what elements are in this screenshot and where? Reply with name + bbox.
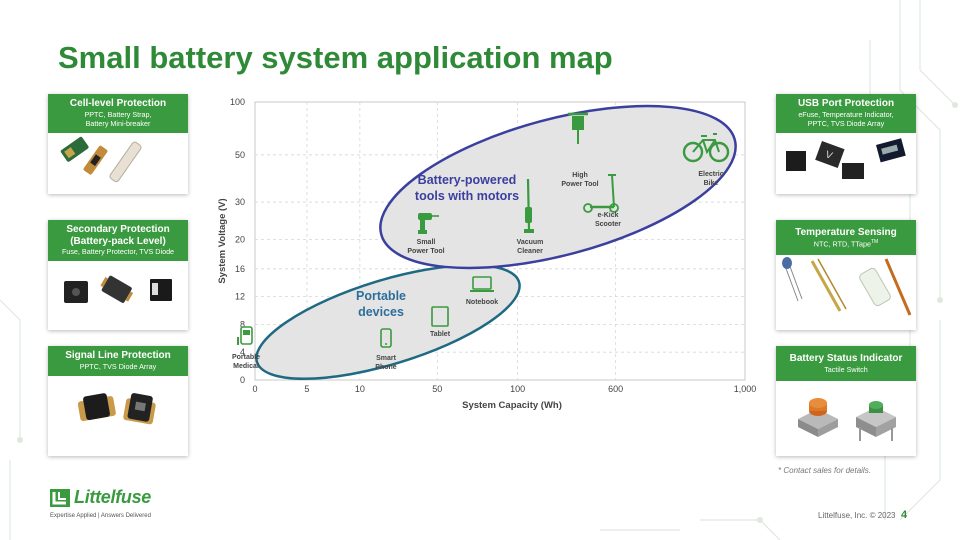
logo-tagline: Expertise Applied | Answers Delivered — [50, 513, 151, 519]
battery-protection-components-image — [60, 136, 142, 183]
copyright: Littelfuse, Inc. © 2023 — [818, 511, 896, 520]
card-title: Signal Line Protection — [65, 350, 171, 361]
card-header: Secondary Protection (Battery-pack Level… — [48, 220, 188, 262]
card-secondary-protection: Secondary Protection (Battery-pack Level… — [48, 220, 188, 330]
secondary-protection-components-image — [64, 276, 172, 304]
x-tick-label: 600 — [608, 384, 623, 394]
y-tick-label: 4 — [240, 347, 245, 357]
card-header: Battery Status Indicator Tactile Switch — [776, 346, 916, 381]
drill-icon — [418, 213, 439, 234]
scooter-icon — [583, 174, 619, 213]
point-label: Bike — [704, 180, 719, 187]
footer-note: * Contact sales for details. — [778, 466, 871, 475]
point-label: Electric — [698, 171, 723, 178]
card-title: Temperature Sensing — [795, 227, 897, 238]
card-signal-line-protection: Signal Line Protection PPTC, TVS Diode A… — [48, 346, 188, 456]
card-title: Secondary Protection — [66, 224, 170, 235]
svg-text:V: V — [824, 149, 834, 162]
signal-line-components-image — [77, 392, 156, 425]
group-label-portable: Portable — [356, 289, 406, 303]
point-label: Small — [417, 239, 436, 246]
page-number: 4 — [901, 509, 908, 521]
x-tick-label: 100 — [510, 384, 525, 394]
y-axis-label: System Voltage (V) — [217, 198, 228, 283]
y-tick-label: 16 — [235, 264, 245, 274]
smartphone-icon — [380, 328, 392, 348]
card-subtitle: Tactile Switch — [824, 364, 868, 374]
card-subtitle: NTC, RTD, TTapeTM — [779, 238, 913, 249]
y-tick-label: 0 — [240, 375, 245, 385]
point-label: Vacuum — [517, 239, 544, 246]
point-label: Portable — [232, 354, 260, 361]
card-subtitle: eFuse, Temperature Indicator, — [798, 109, 894, 119]
battery-powered-tools-ellipse — [379, 104, 737, 270]
card-subtitle-text: NTC, RTD, TTape — [813, 238, 871, 248]
card-header: Cell-level Protection PPTC, Battery Stra… — [48, 94, 188, 134]
card-title-line2: (Battery-pack Level) — [70, 235, 166, 247]
y-tick-label: 50 — [235, 150, 245, 160]
x-axis-label: System Capacity (Wh) — [462, 400, 562, 411]
portable-devices-ellipse — [255, 264, 521, 380]
card-subtitle: Battery Mini-breaker — [85, 118, 151, 128]
point-label: Power Tool — [561, 181, 598, 188]
laptop-icon — [470, 276, 494, 292]
y-tick-label: 12 — [235, 292, 245, 302]
point-label: e-Kick — [597, 212, 618, 219]
logo-wordmark: Littelfuse — [74, 487, 152, 507]
card-header: USB Port Protection eFuse, Temperature I… — [776, 94, 916, 134]
jackhammer-icon — [568, 112, 588, 144]
card-subtitle: PPTC, Battery Strap, — [84, 109, 152, 119]
point-label: Scooter — [595, 221, 621, 228]
y-tick-label: 30 — [235, 197, 245, 207]
card-subtitle: PPTC, TVS Diode Array — [807, 118, 885, 128]
medical-device-icon — [237, 326, 253, 345]
trademark-sup: TM — [871, 238, 879, 245]
littelfuse-logo: Littelfuse Expertise Applied | Answers D… — [50, 487, 160, 527]
card-battery-status-indicator: Battery Status Indicator Tactile Switch — [776, 346, 916, 456]
point-label: Notebook — [466, 299, 498, 306]
point-label: Phone — [375, 364, 396, 371]
card-title: USB Port Protection — [797, 98, 895, 109]
point-label: Smart — [376, 355, 397, 362]
card-cell-level-protection: Cell-level Protection PPTC, Battery Stra… — [48, 94, 188, 194]
card-subtitle: PPTC, TVS Diode Array — [79, 361, 157, 371]
y-tick-label: 8 — [240, 319, 245, 329]
card-header: Signal Line Protection PPTC, TVS Diode A… — [48, 346, 188, 376]
card-title: Cell-level Protection — [69, 98, 167, 109]
x-tick-label: 0 — [252, 384, 257, 394]
point-label: Tablet — [430, 331, 451, 338]
point-label: Cleaner — [517, 248, 543, 255]
page-title: Small battery system application map — [58, 40, 613, 75]
card-header: Temperature Sensing NTC, RTD, TTapeTM — [776, 220, 916, 256]
point-label: Medical — [233, 363, 259, 370]
chart-svg: Portable devices Battery-powered tools with… — [217, 97, 756, 411]
x-tick-label: 10 — [355, 384, 365, 394]
temperature-sensor-components-image — [782, 257, 912, 316]
littelfuse-mark-icon — [50, 489, 70, 507]
vacuum-icon — [524, 178, 534, 233]
card-temperature-sensing: Temperature Sensing NTC, RTD, TTapeTM — [776, 220, 916, 330]
application-map-chart: Portable devices Battery-powered tools with… — [200, 92, 770, 417]
y-tick-label: 100 — [230, 97, 245, 107]
card-title: Battery Status Indicator — [789, 353, 903, 364]
chart-group-ellipses: Portable devices Battery-powered tools with… — [255, 104, 737, 380]
y-tick-label: 20 — [235, 235, 245, 245]
usb-protection-components-image: V — [786, 138, 906, 180]
group-label-tools: tools with motors — [415, 189, 519, 203]
point-label: Power Tool — [407, 248, 444, 255]
card-usb-port-protection: USB Port Protection eFuse, Temperature I… — [776, 94, 916, 194]
bicycle-icon — [682, 133, 730, 163]
group-label-tools: Battery-powered — [418, 173, 517, 187]
plot-frame — [254, 101, 746, 381]
card-subtitle: Fuse, Battery Protector, TVS Diode — [61, 247, 175, 256]
x-tick-label: 50 — [432, 384, 442, 394]
tactile-switch-components-image — [798, 397, 896, 441]
group-label-portable: devices — [358, 305, 404, 319]
tablet-icon — [431, 306, 449, 327]
x-tick-label: 5 — [304, 384, 309, 394]
point-label: High — [572, 172, 588, 179]
x-tick-label: 1,000 — [734, 384, 757, 394]
